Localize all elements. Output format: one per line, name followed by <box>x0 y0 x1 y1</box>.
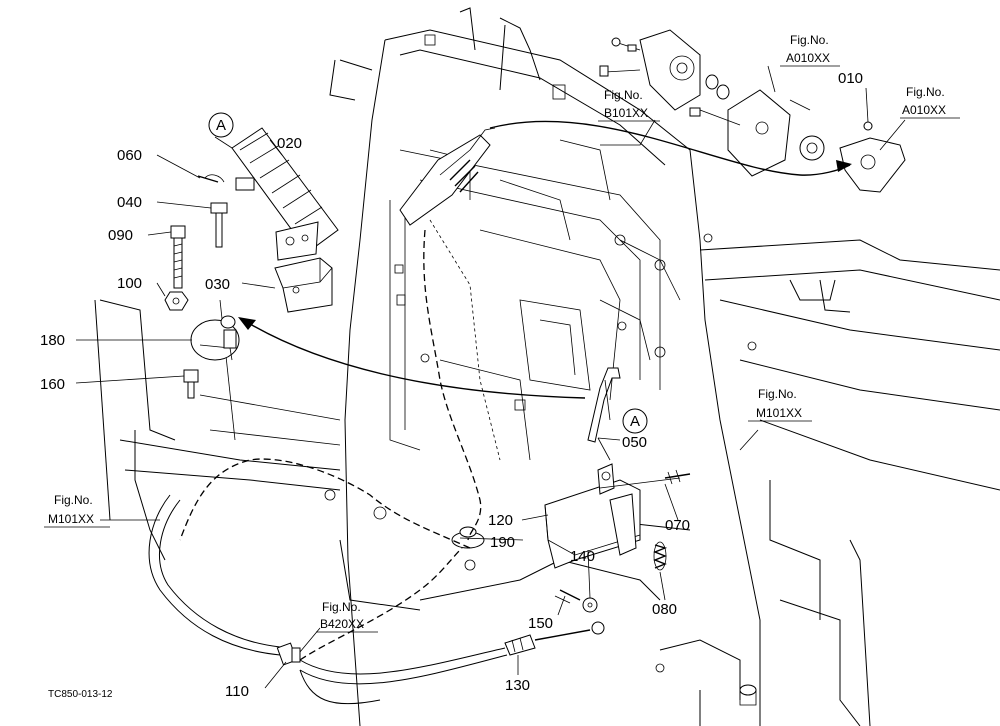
fig-ref-label: Fig.No. <box>906 85 945 99</box>
callout-a-top: A <box>208 112 234 138</box>
part-label-050: 050 <box>622 434 647 451</box>
rod-050-shape <box>587 367 621 461</box>
fig-ref-code: B101XX <box>604 106 648 120</box>
part-label-150: 150 <box>528 615 553 632</box>
fig-ref-b420: Fig.No. B420XX <box>316 600 378 633</box>
part-label-180: 180 <box>40 332 65 349</box>
bolt-040-shape <box>210 202 228 248</box>
part-label-080: 080 <box>652 601 677 618</box>
fig-ref-a010-top: Fig.No. A010XX <box>780 33 840 67</box>
part-label-090: 090 <box>108 227 133 244</box>
fig-ref-label: Fig.No. <box>322 600 361 614</box>
pin-150-shape <box>554 589 581 604</box>
fig-ref-m101-left: Fig.No. M101XX <box>44 493 110 528</box>
part-label-130: 130 <box>505 677 530 694</box>
fig-ref-code: M101XX <box>48 512 94 526</box>
cable-130-end-shape <box>504 621 605 656</box>
callout-a-bottom: A <box>622 408 648 434</box>
bracket-010-shape <box>839 121 906 193</box>
lever-upper-shape <box>399 127 496 226</box>
chassis-frame <box>94 7 1000 726</box>
part-label-040: 040 <box>117 194 142 211</box>
part-label-110: 110 <box>225 683 249 700</box>
figure-refs: Fig.No. A010XX Fig.No. A010XX Fig.No. B1… <box>44 33 960 633</box>
part-label-020: 020 <box>277 135 302 152</box>
fig-ref-label: Fig.No. <box>604 88 643 102</box>
bracket-120-shape <box>544 463 681 569</box>
callout-letter: A <box>216 117 226 134</box>
part-label-120: 120 <box>488 512 513 529</box>
fig-ref-b101: Fig.No. B101XX <box>598 88 660 122</box>
part-label-160: 160 <box>40 376 65 393</box>
spring-080-shape <box>653 541 668 571</box>
fig-ref-label: Fig.No. <box>758 387 797 401</box>
sensor-unit-shape <box>599 29 730 111</box>
drawing-code: TC850-013-12 <box>48 689 113 700</box>
pedal-020-shape <box>231 127 339 261</box>
fig-ref-a010-right: Fig.No. A010XX <box>900 85 960 119</box>
clamp-110-shape <box>276 642 301 666</box>
part-label-030: 030 <box>205 276 230 293</box>
nut-100-shape <box>164 291 189 311</box>
part-label-060: 060 <box>117 147 142 164</box>
part-label-070: 070 <box>665 517 690 534</box>
pin-060-shape <box>197 174 255 191</box>
grommet-190-shape <box>451 526 485 549</box>
pin-070-shape <box>664 469 691 485</box>
fig-ref-code: B420XX <box>320 617 364 631</box>
plate-assembly-shape <box>689 89 825 177</box>
fig-ref-code: A010XX <box>786 51 830 65</box>
part-label-100: 100 <box>117 275 142 292</box>
part-label-190: 190 <box>490 534 515 551</box>
fig-ref-code: M101XX <box>756 406 802 420</box>
part-label-010: 010 <box>838 70 863 87</box>
leader-lines <box>75 65 906 689</box>
bolt-090-shape <box>170 225 186 289</box>
bolt-160-shape <box>183 369 199 399</box>
washer-140-shape <box>582 597 598 613</box>
part-label-140: 140 <box>570 548 595 565</box>
cable-routing <box>148 120 852 705</box>
fig-ref-m101-right: Fig.No. M101XX <box>748 387 812 422</box>
fig-ref-label: Fig.No. <box>790 33 829 47</box>
callout-letter: A <box>630 413 640 430</box>
switch-180-shape <box>190 315 240 361</box>
bracket-030-shape <box>274 257 333 313</box>
fig-ref-label: Fig.No. <box>54 493 93 507</box>
fig-ref-code: A010XX <box>902 103 946 117</box>
part-labels: 010 020 030 040 050 060 070 080 090 100 … <box>40 70 863 700</box>
